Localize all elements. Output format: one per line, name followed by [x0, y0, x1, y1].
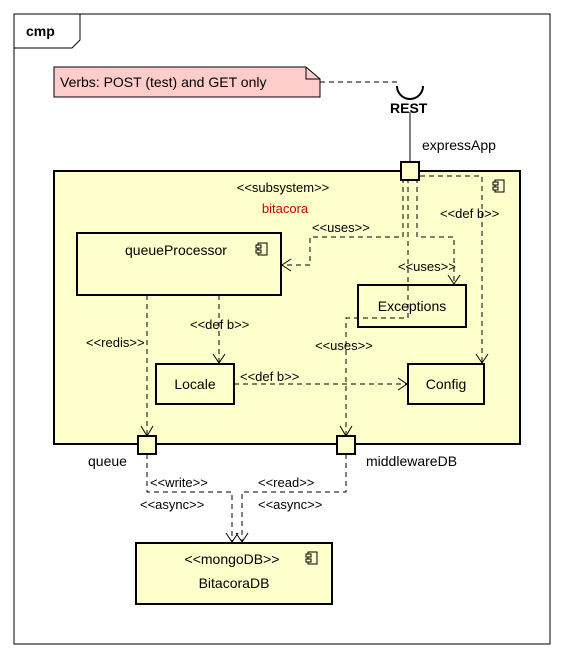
db-name: BitacoraDB [199, 575, 270, 591]
label-uses: <<uses>> [315, 338, 373, 353]
component-name: Locale [174, 376, 215, 392]
edge-labels: <<uses>> <<uses>> <<uses>> <<def b>> <<d… [86, 206, 499, 512]
port-express[interactable] [400, 161, 420, 181]
port-middlewareDB[interactable] [336, 435, 356, 455]
component-icon [492, 179, 505, 193]
component-queueProcessor[interactable]: queueProcessor [76, 232, 282, 296]
label-def-b: <<def b>> [190, 317, 249, 332]
dependency-edges [140, 175, 489, 543]
component-icon [255, 242, 268, 256]
label-def-b: <<def b>> [240, 369, 299, 384]
component-locale[interactable]: Locale [155, 363, 235, 405]
label-async: <<async>> [140, 497, 204, 512]
port-label-queue: queue [88, 453, 127, 469]
label-uses: <<uses>> [398, 259, 456, 274]
label-redis: <<redis>> [86, 335, 145, 350]
note[interactable]: Verbs: POST (test) and GET only [53, 66, 321, 98]
component-name: Exceptions [378, 298, 446, 314]
label-def-b: <<def b>> [440, 206, 499, 221]
component-exceptions[interactable]: Exceptions [357, 284, 467, 328]
port-label-middlewareDB: middlewareDB [366, 453, 457, 469]
label-write: <<write>> [150, 475, 208, 490]
port-queue[interactable] [137, 435, 157, 455]
component-config[interactable]: Config [407, 363, 485, 405]
component-bitacoraDB[interactable]: <<mongoDB>> BitacoraDB [135, 542, 333, 605]
subsystem-name: bitacora [262, 201, 309, 216]
component-name: queueProcessor [125, 242, 227, 258]
label-uses: <<uses>> [312, 220, 370, 235]
db-stereotype: <<mongoDB>> [185, 551, 280, 567]
port-label-express: expressApp [422, 137, 496, 153]
note-text: Verbs: POST (test) and GET only [60, 74, 266, 90]
frame-label: cmp [26, 23, 55, 39]
component-name: Config [426, 376, 466, 392]
rest-interface[interactable]: REST [390, 85, 428, 162]
rest-label: REST [390, 100, 428, 116]
subsystem-stereotype: <<subsystem>> [237, 180, 330, 195]
component-icon [305, 551, 318, 565]
label-async: <<async>> [258, 497, 322, 512]
label-read: <<read>> [258, 475, 314, 490]
